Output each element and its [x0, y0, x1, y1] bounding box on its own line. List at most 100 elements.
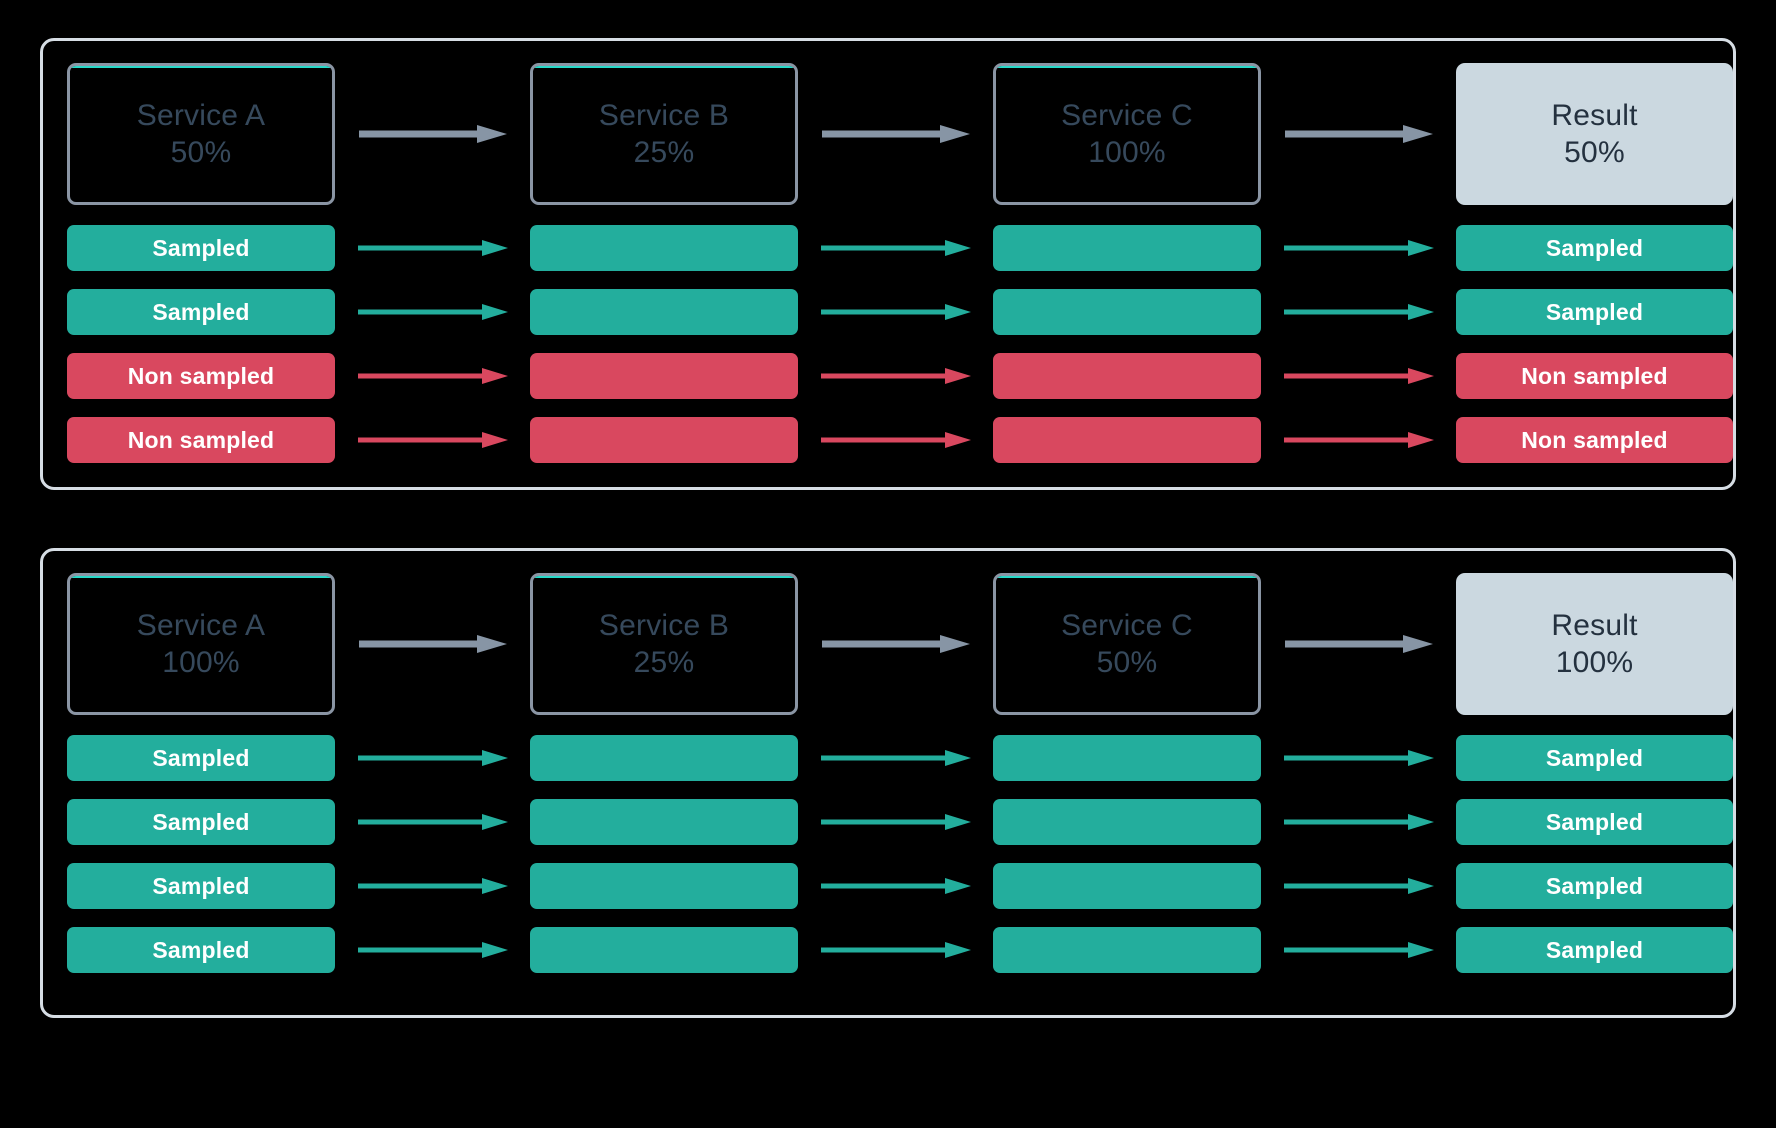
trace-status-label: Sampled — [152, 744, 250, 771]
trace-bar-mid[interactable] — [993, 927, 1261, 973]
trace-bar-mid[interactable] — [530, 289, 798, 335]
trace-bar-end[interactable]: Non sampled — [1456, 417, 1733, 463]
arrow-cell — [798, 417, 993, 463]
arrow-cell — [335, 799, 530, 845]
arrow-right-teal-icon — [1283, 303, 1434, 321]
trace-bar-end[interactable]: Non sampled — [1456, 353, 1733, 399]
arrow-cell — [1261, 225, 1456, 271]
arrow-cell — [335, 417, 530, 463]
service-percent: 50% — [170, 136, 232, 169]
trace-bar-start[interactable]: Sampled — [67, 225, 335, 271]
arrow-cell — [335, 927, 530, 973]
service-name: Service B — [598, 608, 730, 642]
trace-status-label: Non sampled — [127, 362, 275, 389]
trace-bar-end[interactable]: Sampled — [1456, 225, 1733, 271]
trace-row: Sampled — [67, 289, 1733, 335]
arrow-right-teal-icon — [820, 941, 971, 959]
arrow-right-red-icon — [357, 367, 508, 385]
trace-bar-mid[interactable] — [993, 735, 1261, 781]
service-percent: 50% — [1096, 646, 1158, 679]
trace-status-label: Sampled — [1545, 872, 1644, 899]
arrow-right-teal-icon — [357, 303, 508, 321]
arrow-cell — [798, 735, 993, 781]
trace-status-label: Non sampled — [127, 426, 275, 453]
arrow-cell — [335, 63, 530, 205]
service-box-b-1[interactable]: Service B 25% — [530, 63, 798, 205]
arrow-cell — [335, 289, 530, 335]
service-box-a-2[interactable]: Service A 100% — [67, 573, 335, 715]
trace-bar-mid[interactable] — [993, 863, 1261, 909]
trace-bar-mid[interactable] — [530, 353, 798, 399]
trace-status-label: Sampled — [1545, 744, 1644, 771]
result-percent: 50% — [1564, 136, 1625, 169]
arrow-right-teal-icon — [357, 749, 508, 767]
trace-bar-start[interactable]: Sampled — [67, 927, 335, 973]
arrow-cell — [1261, 799, 1456, 845]
trace-status-label: Sampled — [152, 234, 250, 261]
arrow-cell — [798, 927, 993, 973]
arrow-cell — [1261, 289, 1456, 335]
trace-status-label: Non sampled — [1521, 362, 1668, 389]
arrow-cell — [335, 225, 530, 271]
service-box-c-1[interactable]: Service C 100% — [993, 63, 1261, 205]
trace-bar-mid[interactable] — [530, 225, 798, 271]
trace-bar-start[interactable]: Sampled — [67, 799, 335, 845]
service-box-b-2[interactable]: Service B 25% — [530, 573, 798, 715]
trace-bar-end[interactable]: Sampled — [1456, 863, 1733, 909]
trace-bar-mid[interactable] — [530, 799, 798, 845]
trace-bar-mid[interactable] — [530, 863, 798, 909]
trace-bar-mid[interactable] — [993, 289, 1261, 335]
trace-status-label: Sampled — [152, 936, 250, 963]
trace-bar-end[interactable]: Sampled — [1456, 289, 1733, 335]
trace-status-label: Non sampled — [1521, 426, 1668, 453]
result-label: Result — [1551, 98, 1638, 132]
trace-status-label: Sampled — [1545, 298, 1644, 325]
arrow-right-red-icon — [820, 431, 971, 449]
service-name: Service B — [598, 98, 730, 132]
service-box-a-1[interactable]: Service A 50% — [67, 63, 335, 205]
arrow-right-teal-icon — [357, 813, 508, 831]
arrow-cell — [335, 863, 530, 909]
service-name: Service C — [1061, 98, 1193, 132]
arrow-cell — [335, 735, 530, 781]
arrow-cell — [1261, 63, 1456, 205]
result-box-2[interactable]: Result 100% — [1456, 573, 1733, 715]
sampling-panel-1: Service A 50% Service B 25% — [40, 38, 1736, 490]
trace-bar-mid[interactable] — [993, 225, 1261, 271]
trace-bar-start[interactable]: Non sampled — [67, 353, 335, 399]
service-percent: 25% — [633, 136, 695, 169]
result-box-1[interactable]: Result 50% — [1456, 63, 1733, 205]
trace-bar-mid[interactable] — [530, 417, 798, 463]
arrow-cell — [335, 573, 530, 715]
trace-row: Sampled — [67, 735, 1733, 781]
result-percent: 100% — [1555, 646, 1634, 679]
trace-bar-end[interactable]: Sampled — [1456, 799, 1733, 845]
arrow-cell — [798, 289, 993, 335]
trace-bar-mid[interactable] — [993, 799, 1261, 845]
service-name: Service C — [1061, 608, 1193, 642]
arrow-right-teal-icon — [820, 239, 971, 257]
arrow-cell — [1261, 573, 1456, 715]
trace-bar-mid[interactable] — [993, 353, 1261, 399]
service-box-c-2[interactable]: Service C 50% — [993, 573, 1261, 715]
trace-bar-end[interactable]: Sampled — [1456, 927, 1733, 973]
trace-bar-start[interactable]: Sampled — [67, 289, 335, 335]
service-chain-row-1: Service A 50% Service B 25% — [67, 63, 1733, 205]
trace-bar-start[interactable]: Non sampled — [67, 417, 335, 463]
arrow-cell — [1261, 863, 1456, 909]
arrow-cell — [798, 573, 993, 715]
trace-bar-start[interactable]: Sampled — [67, 735, 335, 781]
arrow-right-grey-icon — [358, 123, 507, 145]
trace-bar-mid[interactable] — [530, 927, 798, 973]
arrow-right-teal-icon — [1283, 813, 1434, 831]
trace-row: Sampled — [67, 927, 1733, 973]
trace-bar-mid[interactable] — [530, 735, 798, 781]
trace-bar-end[interactable]: Sampled — [1456, 735, 1733, 781]
trace-bar-start[interactable]: Sampled — [67, 863, 335, 909]
arrow-right-teal-icon — [357, 877, 508, 895]
trace-bar-mid[interactable] — [993, 417, 1261, 463]
service-percent: 25% — [633, 646, 695, 679]
arrow-right-teal-icon — [1283, 239, 1434, 257]
arrow-right-grey-icon — [358, 633, 507, 655]
